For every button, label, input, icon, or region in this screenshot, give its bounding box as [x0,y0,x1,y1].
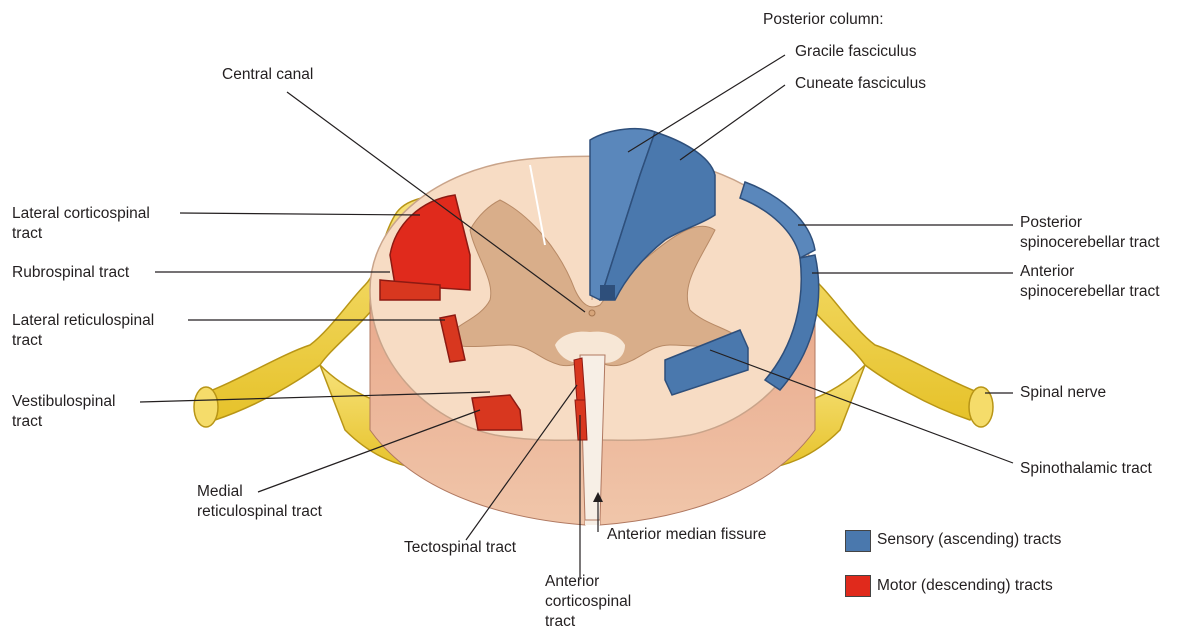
label-medial-reticulospinal: Medial reticulospinal tract [197,482,322,522]
legend-sensory-swatch [845,530,871,552]
label-central-canal: Central canal [222,65,313,85]
central-canal [589,310,595,316]
legend-motor-swatch [845,575,871,597]
legend-sensory-label: Sensory (ascending) tracts [877,530,1061,550]
label-spinothalamic: Spinothalamic tract [1020,459,1152,479]
label-anterior-corticospinal: Anterior corticospinal tract [545,572,631,632]
label-vestibulospinal: Vestibulospinal tract [12,392,115,432]
label-posterior-spinocerebellar: Posterior spinocerebellar tract [1020,213,1160,253]
label-gracile-fasciculus: Gracile fasciculus [795,42,916,62]
label-anterior-median-fissure: Anterior median fissure [607,525,766,545]
label-spinal-nerve: Spinal nerve [1020,383,1106,403]
label-anterior-spinocerebellar: Anterior spinocerebellar tract [1020,262,1160,302]
label-lateral-reticulospinal: Lateral reticulospinal tract [12,311,154,351]
label-cuneate-fasciculus: Cuneate fasciculus [795,74,926,94]
label-posterior-column: Posterior column: [763,10,884,30]
label-lateral-corticospinal: Lateral corticospinal tract [12,204,150,244]
legend-motor-label: Motor (descending) tracts [877,576,1053,596]
label-tectospinal: Tectospinal tract [404,538,516,558]
label-rubrospinal: Rubrospinal tract [12,263,129,283]
